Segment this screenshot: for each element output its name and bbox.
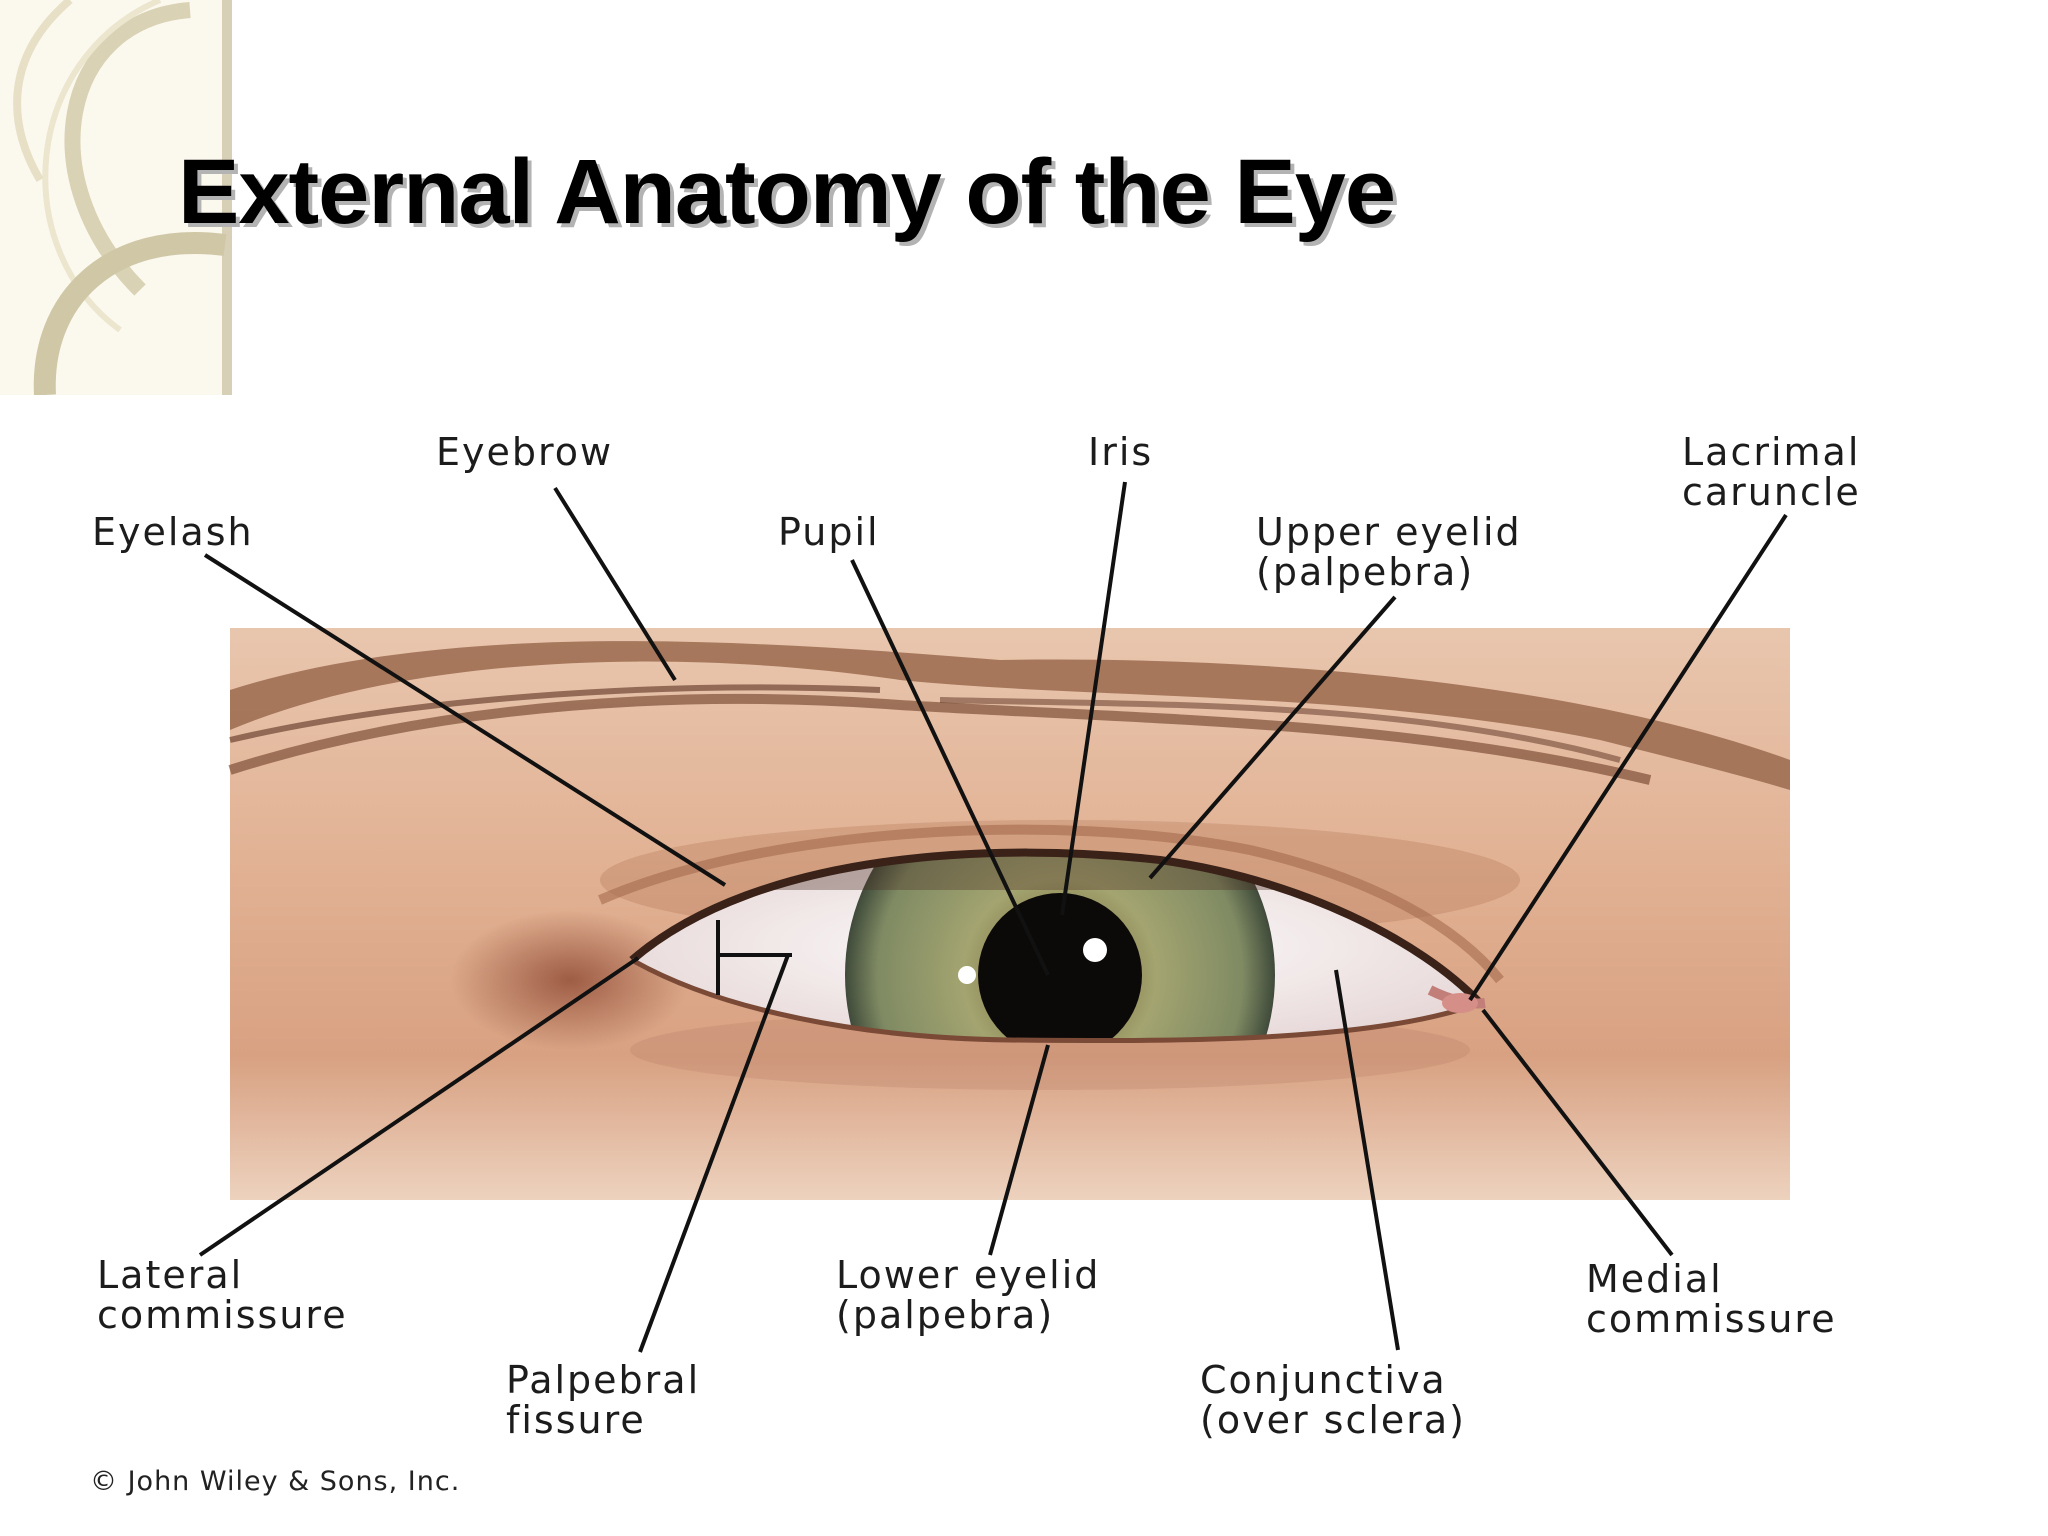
- copyright-credit: © John Wiley & Sons, Inc.: [90, 1466, 461, 1497]
- label-upper-eyelid: Upper eyelid (palpebra): [1256, 510, 1522, 594]
- leader-palpebral-fissure-bracket: [716, 920, 792, 995]
- leader-palpebral-fissure: [638, 954, 790, 1353]
- leader-medial-commissure: [1481, 1008, 1674, 1257]
- label-medial-commissure: Medial commissure: [1586, 1257, 1837, 1341]
- leader-iris: [1060, 481, 1127, 916]
- slide-title: External Anatomy of the Eye: [178, 141, 1396, 243]
- label-eyebrow: Eyebrow: [436, 430, 614, 474]
- label-eyelash: Eyelash: [92, 510, 254, 554]
- label-pupil: Pupil: [778, 510, 880, 554]
- label-iris: Iris: [1088, 430, 1154, 474]
- label-palpebral-fissure: Palpebral fissure: [506, 1358, 701, 1442]
- leader-upper-eyelid: [1148, 595, 1397, 880]
- leader-eyelash: [203, 553, 727, 887]
- label-conjunctiva: Conjunctiva (over sclera): [1200, 1358, 1467, 1442]
- leader-lacrimal-caruncle: [1468, 513, 1788, 1002]
- label-lacrimal-caruncle: Lacrimal caruncle: [1682, 430, 1861, 514]
- corner-decoration: [0, 0, 232, 395]
- leader-conjunctiva: [1334, 969, 1400, 1351]
- leader-lateral-commissure: [198, 956, 640, 1257]
- leader-eyebrow: [553, 486, 677, 682]
- leader-pupil: [850, 559, 1050, 976]
- leader-lower-eyelid: [988, 1044, 1050, 1256]
- label-lateral-commissure: Lateral commissure: [97, 1253, 348, 1337]
- label-lower-eyelid: Lower eyelid (palpebra): [836, 1253, 1101, 1337]
